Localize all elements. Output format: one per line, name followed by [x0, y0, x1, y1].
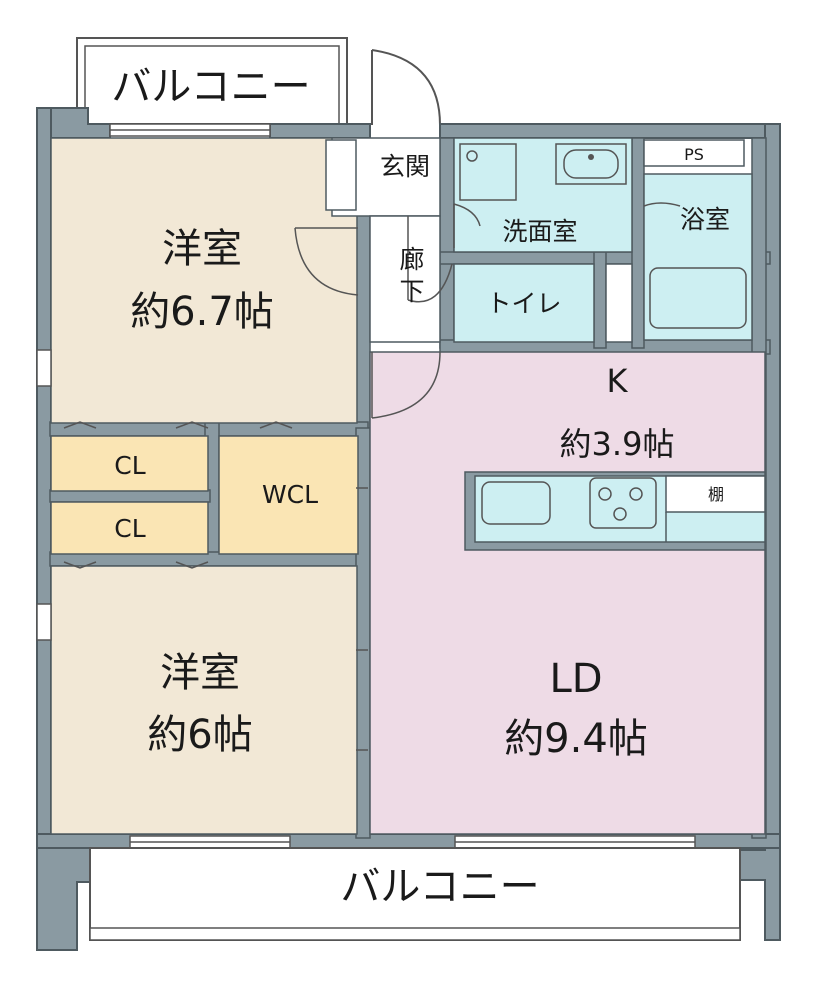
living-dining-size-label: 約9.4帖 [504, 716, 648, 762]
kitchen-sink [481, 481, 551, 525]
washroom [453, 137, 633, 253]
closet-1-label: CL [114, 451, 145, 480]
doors [63, 203, 481, 569]
balcony-top [76, 37, 348, 125]
balcony-bottom [89, 847, 741, 941]
living-dining-label: LD [549, 656, 602, 702]
western-room-2 [50, 565, 358, 835]
ps-label: PS [684, 145, 704, 164]
bathtub-fixture [649, 267, 747, 329]
bathroom [643, 173, 753, 341]
entrance-label: 玄関 [380, 152, 430, 181]
windows [36, 123, 696, 849]
shelf-label: 棚 [708, 485, 724, 504]
walk-in-closet-label: WCL [262, 480, 318, 509]
pipe-space [643, 139, 745, 167]
closet-2 [50, 501, 209, 555]
closet-2-label: CL [114, 514, 145, 543]
shelf [665, 475, 766, 513]
sink-fixture [555, 143, 627, 185]
toilet [453, 263, 595, 343]
bathroom-label: 浴室 [680, 205, 730, 234]
western-room-1-label: 洋室 [162, 226, 242, 272]
toilet-label: トイレ [486, 289, 561, 318]
stove [589, 477, 657, 529]
entrance-door-swing [371, 49, 441, 126]
washing-machine-fixture [459, 143, 517, 201]
corridor-label-1: 廊 [399, 245, 424, 274]
living-dining-kitchen [369, 351, 766, 835]
western-room-2-label: 洋室 [160, 650, 240, 696]
western-room-1 [50, 137, 358, 424]
corridor-label-2: 下 [399, 277, 424, 306]
balcony-bottom-label: バルコニー [340, 864, 539, 910]
balcony-top-label: バルコニー [111, 64, 310, 110]
closet-1 [50, 435, 209, 492]
walk-in-closet [218, 435, 359, 555]
kitchen-size-label: 約3.9帖 [560, 425, 675, 463]
western-room-1-size: 約6.7帖 [130, 289, 274, 335]
corridor [369, 215, 441, 343]
western-room-2-size: 約6帖 [147, 712, 252, 758]
kitchen-label: K [607, 362, 629, 400]
washroom-label: 洗面室 [502, 217, 577, 246]
